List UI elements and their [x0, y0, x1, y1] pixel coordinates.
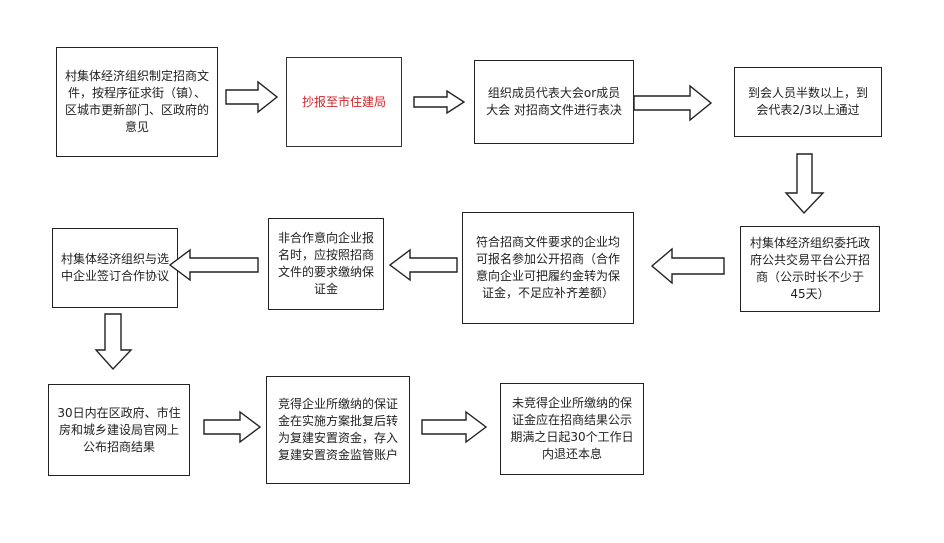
- step-text: 到会人员半数以上，到会代表2/3以上通过: [747, 86, 868, 117]
- step-winner-deposit-to-resettlement-fund: 竞得企业所缴纳的保证金在实施方案批复后转为复建安置资金，存入复建安置资金监管账户: [266, 376, 410, 484]
- step-refund-loser-deposit: 未竞得企业所缴纳的保证金应在招商结果公示期满之日起30个工作日内退还本息: [500, 383, 644, 475]
- step-text: 村集体经济组织制定招商文件，按程序征求街（镇）、区城市更新部门、区政府的意见: [65, 69, 210, 134]
- arrow-down-icon: [784, 153, 825, 215]
- arrow-right-icon: [413, 89, 466, 115]
- step-text: 符合招商文件要求的企业均可报名参加公开招商（合作意向企业可把履约金转为保证金，不…: [475, 235, 620, 300]
- arrow-right-icon: [225, 80, 279, 114]
- step-text: 村集体经济组织委托政府公共交易平台公开招商（公示时长不少于45天）: [749, 236, 870, 301]
- arrow-right-icon: [421, 410, 488, 444]
- step-non-intended-enterprise-deposit: 非合作意向企业报名时，应按照招商文件的要求缴纳保证金: [268, 218, 384, 310]
- arrow-left-icon: [168, 248, 259, 282]
- step-approval-threshold: 到会人员半数以上，到会代表2/3以上通过: [734, 67, 882, 137]
- step-text: 组织成员代表大会or成员大会 对招商文件进行表决: [486, 86, 622, 117]
- step-text: 抄报至市住建局: [301, 94, 386, 109]
- step-text: 村集体经济组织与选中企业签订合作协议: [61, 252, 170, 283]
- step-text: 非合作意向企业报名时，应按照招商文件的要求缴纳保证金: [277, 231, 374, 296]
- step-text: 30日内在区政府、市住房和城乡建设局官网上公布招商结果: [57, 405, 181, 454]
- arrow-left-icon: [388, 248, 458, 282]
- arrow-down-icon: [94, 313, 133, 371]
- step-publish-tender-results: 30日内在区政府、市住房和城乡建设局官网上公布招商结果: [48, 384, 190, 476]
- arrow-left-icon: [650, 247, 725, 285]
- step-text: 竞得企业所缴纳的保证金在实施方案批复后转为复建安置资金，存入复建安置资金监管账户: [277, 397, 398, 462]
- arrow-right-icon: [633, 84, 713, 122]
- step-text: 未竞得企业所缴纳的保证金应在招商结果公示期满之日起30个工作日内退还本息: [510, 396, 634, 461]
- step-member-assembly-vote: 组织成员代表大会or成员大会 对招商文件进行表决: [474, 60, 634, 144]
- step-report-to-city-housing-bureau: 抄报至市住建局: [286, 57, 402, 147]
- step-sign-cooperation-agreement: 村集体经济组织与选中企业签订合作协议: [52, 228, 178, 308]
- arrow-right-icon: [203, 410, 262, 444]
- step-public-tender-platform: 村集体经济组织委托政府公共交易平台公开招商（公示时长不少于45天）: [740, 226, 880, 312]
- step-draft-tender-documents: 村集体经济组织制定招商文件，按程序征求街（镇）、区城市更新部门、区政府的意见: [56, 47, 218, 157]
- step-enterprise-registration: 符合招商文件要求的企业均可报名参加公开招商（合作意向企业可把履约金转为保证金，不…: [462, 212, 634, 324]
